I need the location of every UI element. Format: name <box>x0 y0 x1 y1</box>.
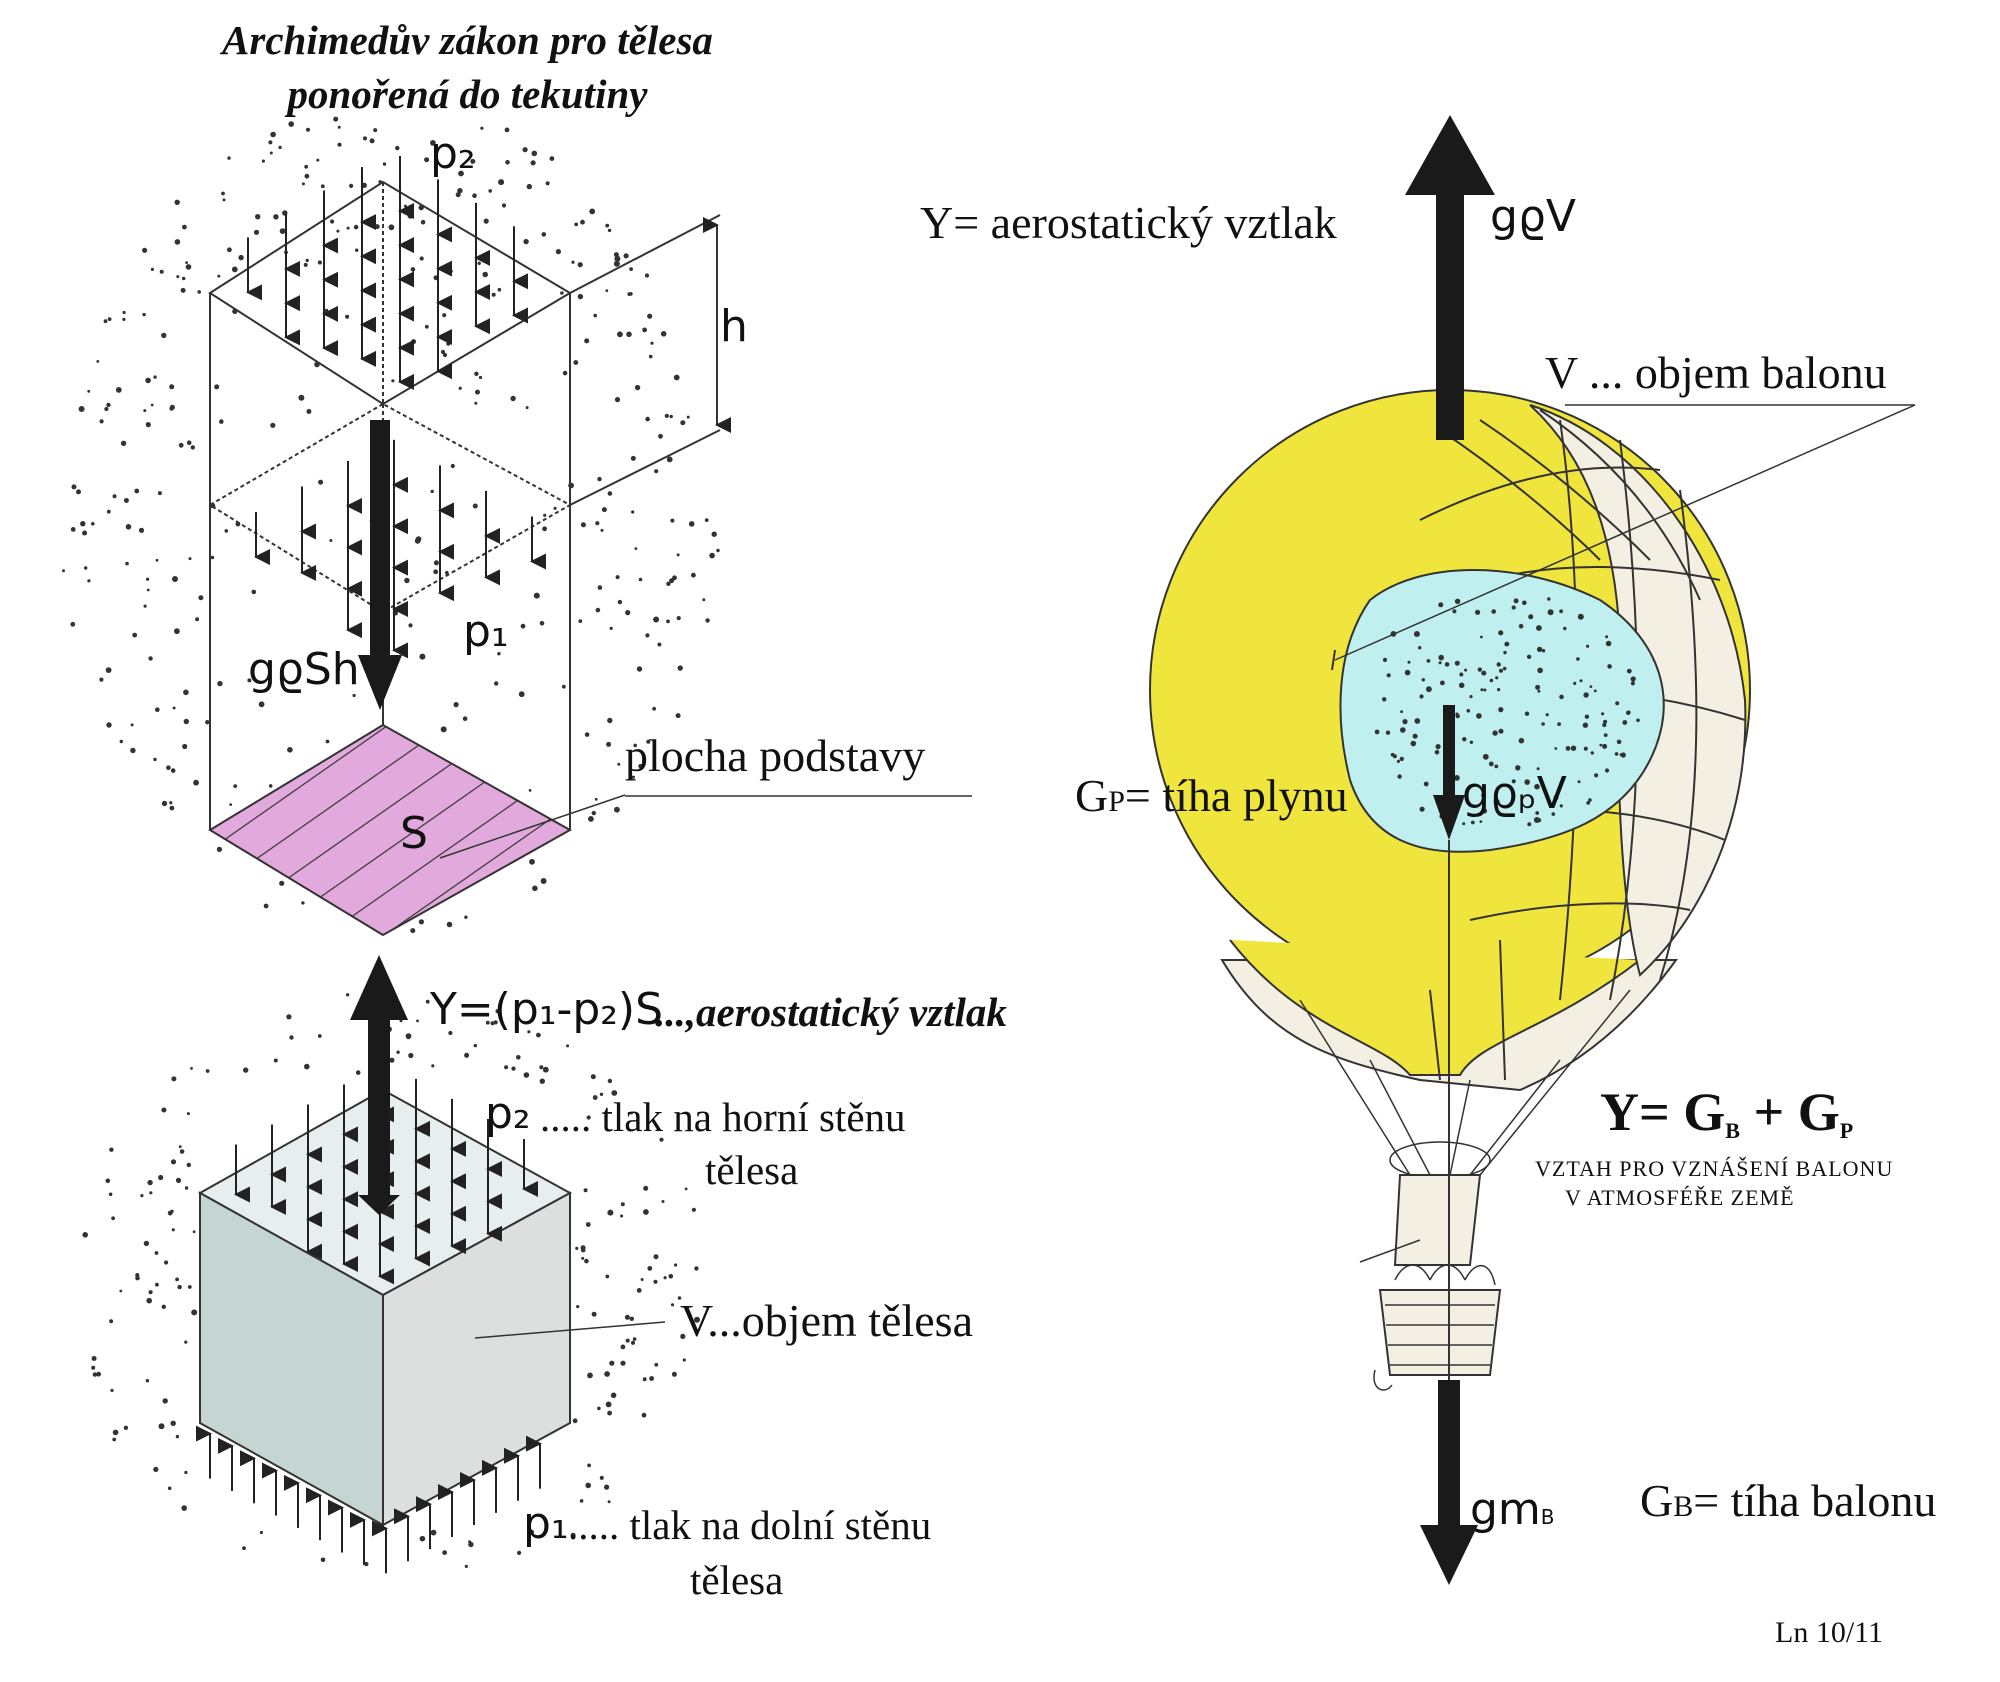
fluid-dots-upper <box>62 99 720 934</box>
area-leader-line <box>439 794 626 859</box>
p1-desc-line-2: tělesa <box>690 1557 784 1603</box>
gas-weight-sub: P <box>1108 785 1125 818</box>
balloon-weight-formula-sub: B <box>1540 1505 1555 1529</box>
h-label: h <box>720 301 748 352</box>
balloon <box>1149 389 1916 1391</box>
equation-plus: + G <box>1739 1082 1840 1142</box>
p1-inner-label: p₁ <box>463 606 509 657</box>
equation-lhs: Y= G <box>1600 1082 1726 1142</box>
pressure-arrows-cube-bottom <box>196 1425 542 1574</box>
pressure-arrows-middle <box>254 439 546 659</box>
gas-weight-label: GP= tíha plynu <box>1075 773 1348 819</box>
balloon-weight-text: = tíha balonu <box>1693 1475 1937 1526</box>
gas-weight-prefix: G <box>1075 770 1109 821</box>
balloon-weight-arrow <box>1420 1380 1478 1585</box>
cube-volume-label: V...objem tělesa <box>680 1295 973 1346</box>
lift-arrow-cube <box>350 955 408 1215</box>
balloon-lift-text: = aerostatický vztlak <box>953 197 1337 248</box>
equation-sub-p: P <box>1839 1118 1854 1143</box>
equation-sub-b: B <box>1725 1118 1740 1143</box>
pressure-arrows-top <box>246 155 528 390</box>
p2-cube-label: p₂ <box>485 1088 531 1139</box>
balloon-weight-prefix: G <box>1640 1475 1674 1526</box>
weight-arrow-column <box>358 420 402 710</box>
p1-desc-line-1: ..... tlak na dolní stěnu <box>568 1502 932 1548</box>
lift-arrow-balloon <box>1405 115 1495 440</box>
balloon-weight-label: GB= tíha balonu <box>1640 1478 1936 1524</box>
lift-equation: Y= GB + GP <box>1600 1082 1853 1142</box>
balloon-weight-sub: B <box>1673 1490 1694 1523</box>
volume-leader-line <box>474 1321 666 1339</box>
p2-desc-line-1: ..... tlak na horní stěnu <box>540 1094 906 1140</box>
page-reference: Ln 10/11 <box>1775 1616 1884 1649</box>
gas-weight-arrow <box>1433 705 1465 840</box>
gas-weight-text: = tíha plynu <box>1124 770 1348 821</box>
p1-cube-label: p₁ <box>523 1498 569 1549</box>
balloon-volume-label: V ... objem balonu <box>1545 347 1887 398</box>
balloon-lift-formula: gϱV <box>1490 191 1576 242</box>
p2-top-label: p₂ <box>430 128 476 179</box>
gas-formula: gϱₚV <box>1462 768 1567 819</box>
balloon-weight-formula-main: gm <box>1470 1484 1541 1535</box>
balloon-lift-prefix: Y <box>920 197 954 248</box>
equation-caption-line-1: VZTAH PRO VZNÁŠENÍ BALONU <box>1535 1156 1894 1181</box>
weight-formula-column: gϱSh <box>248 644 360 695</box>
area-symbol: S <box>400 808 428 859</box>
title-line-1: Archimedův zákon pro tělesa <box>222 17 713 63</box>
p2-desc-line-2: tělesa <box>705 1147 799 1193</box>
equation-caption-line-2: V ATMOSFÉŘE ZEMĚ <box>1565 1185 1795 1210</box>
lift-suffix-cube: ...,aerostatický vztlak <box>655 989 1007 1035</box>
base-area-s <box>208 723 573 937</box>
fluid-dots-lower <box>82 993 700 1568</box>
balloon-weight-formula: gmB <box>1470 1488 1555 1532</box>
lift-formula-cube: Y=(p₁-p₂)S <box>430 984 664 1035</box>
title-line-2: ponořená do tekutiny <box>287 71 648 117</box>
area-label: plocha podstavy <box>625 730 926 781</box>
balloon-lift-label: Y= aerostatický vztlak <box>920 200 1337 246</box>
